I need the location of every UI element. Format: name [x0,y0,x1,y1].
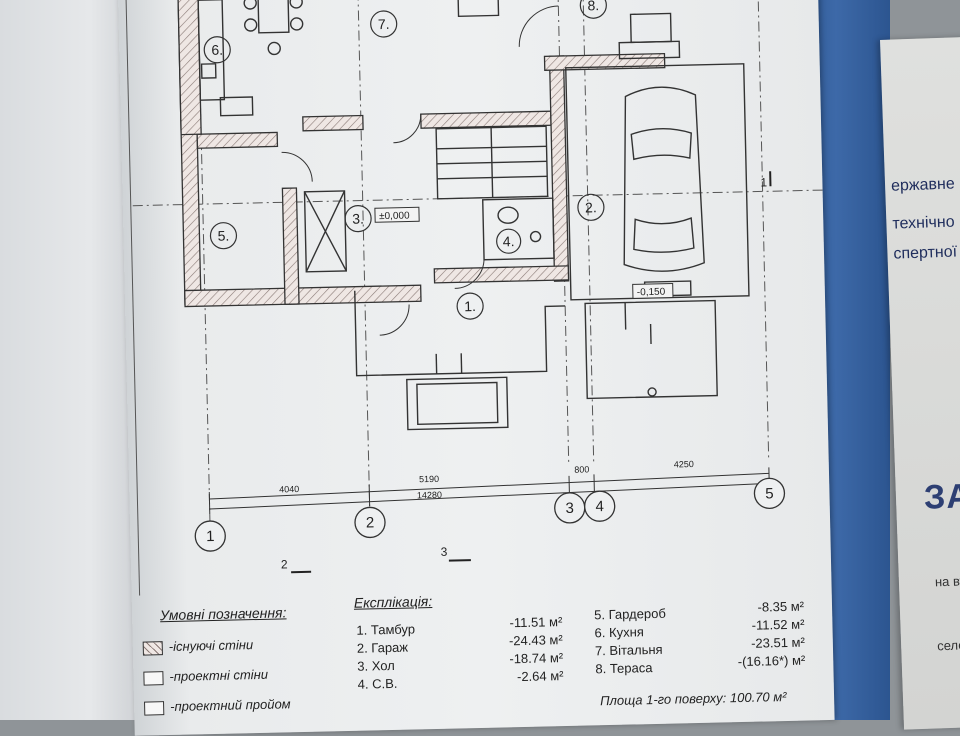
room-label-8: 8. [587,0,599,13]
room-name-3: 3. Хол [357,658,395,674]
section-label-2: 2 [281,557,288,571]
room-name-1: 1. Тамбур [356,621,415,637]
room-name-8: 8. Тераса [595,660,652,676]
photo-scene: ержавне технічно спертної ЗАШ на ву село… [0,0,960,720]
room-area-2: -24.43 м² [473,632,563,649]
level-hall: ±0,000 [379,210,410,222]
room-label-4: 4. [503,233,515,249]
room-name-2: 2. Гараж [357,640,408,656]
room-name-5: 5. Гардероб [594,606,666,623]
room-label-3: 3. [352,210,364,226]
walls [178,0,670,307]
axis-label-3: 3 [565,500,574,517]
legend-swatch-existing [143,641,163,655]
side-document: ержавне технічно спертної ЗАШ на ву село… [880,37,960,730]
side-doc-line-2: технічно [892,214,955,234]
side-doc-heading: ЗАШ [923,476,960,518]
room-label-6: 6. [211,42,223,58]
section-label-3: 3 [441,545,448,559]
axis-label-1: 1 [206,528,215,545]
room-label-1: 1. [464,298,476,314]
legend-swatch-opening [144,701,164,715]
dimension-4040: 4040 [279,484,299,494]
room-name-6: 6. Кухня [594,624,644,640]
room-label-7: 7. [378,16,390,32]
legend-swatch-new [143,671,163,685]
dimension-800: 800 [574,464,589,474]
dimension-5190: 5190 [419,474,439,484]
room-name-7: 7. Вітальня [595,642,663,659]
room-area-5: -8.35 м² [714,599,804,616]
explication-title: Експлікація: [354,593,433,611]
legend-item-existing: -існуючі стіни [169,637,254,654]
room-area-7: -23.51 м² [715,635,805,652]
room-area-6: -11.52 м² [714,617,804,634]
room-label-2: 2. [585,199,597,215]
axis-label-2: 2 [366,514,375,531]
outlines [198,0,752,434]
side-doc-line-3: спертної [893,243,957,263]
axis-label-4: 4 [595,498,604,515]
floor-plan-drawing: 1. 2. 3. 4. 5. 6. 7. 8. ±0,000 [118,0,831,596]
room-area-1: -11.51 м² [472,614,562,631]
axis-label-5: 5 [765,485,774,502]
level-garage: -0,150 [637,287,666,299]
room-area-8: -(16.16*) м² [715,653,805,670]
room-area-4: -2.64 м² [473,668,563,685]
room-label-5: 5. [217,228,229,244]
legend-item-opening: -проектний пройом [170,696,291,714]
legend-title: Умовні позначення: [160,604,287,623]
room-name-4: 4. С.В. [358,676,398,692]
section-label-1: 1 [760,175,767,189]
total-floor-area: Площа 1-го поверху: 100.70 м² [600,689,787,708]
side-doc-line-1: ержавне [891,175,955,195]
side-doc-small-1: на ву [935,573,960,589]
legend-item-new: -проектні стіни [169,667,268,684]
floor-plan-sheet: 1. 2. 3. 4. 5. 6. 7. 8. ±0,000 [118,0,835,736]
dimension-4250: 4250 [674,459,694,469]
room-area-3: -18.74 м² [473,650,563,667]
dimension-total: 14280 [417,490,442,501]
side-doc-small-2: село) [937,637,960,653]
